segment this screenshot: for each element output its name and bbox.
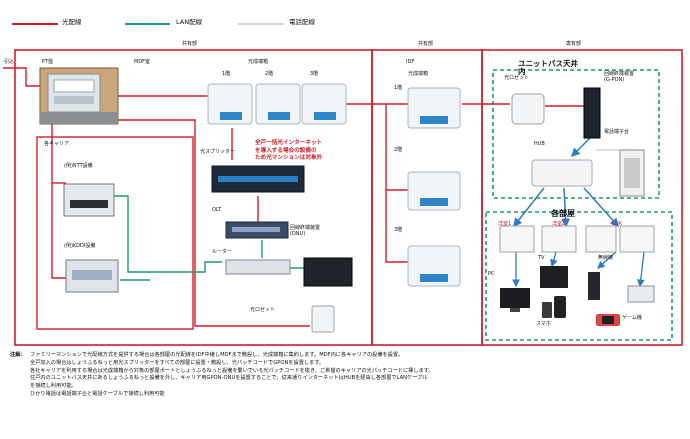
phone-device <box>627 285 655 303</box>
arrow-hub-room1 <box>513 187 545 228</box>
legend-lan-label: LAN配線 <box>176 18 203 26</box>
label-carriers: 各キャリア <box>44 141 70 147</box>
rooms-box <box>485 211 673 341</box>
label-mdf: MDF室 <box>134 59 151 65</box>
note-line: ひかり電話は電話端子台と電話ケーブルで接続し利用可能 <box>30 390 165 397</box>
label-floor2: 2階 <box>265 71 274 77</box>
room1-plate <box>499 225 535 253</box>
label-pt-board: PT盤 <box>42 59 54 65</box>
label-hub: HUB <box>534 141 545 147</box>
label-floor3: 3階 <box>310 71 319 77</box>
label-outlet-private: 光ロゼット <box>504 75 530 81</box>
label-room-c: LDK <box>612 221 622 227</box>
arrow-room2-tv <box>550 251 558 268</box>
arrow-room3-wireless <box>597 251 617 269</box>
notes-section: 注解： ファミリーマンションで光配線方式を提供する場合は各部屋の光配線をIDF中… <box>10 352 680 399</box>
private-section <box>481 49 683 346</box>
arrow-room3-phone <box>636 251 645 288</box>
note-line: ファミリーマンションで光配線方式を提供する場合は各部屋の光配線をIDF中継しMD… <box>30 352 404 358</box>
room3-plate <box>585 225 655 253</box>
room2-plate <box>541 225 577 253</box>
optical-terminal-2f <box>255 83 301 125</box>
ntt-equipment <box>63 183 115 217</box>
label-gpon: 回線終端装置 (G-PON) <box>604 71 635 83</box>
pc-device <box>500 288 530 312</box>
optical-line-pt-to-splitter <box>112 119 310 327</box>
arrow-gpon-hub <box>570 137 591 158</box>
idf-terminal-2f <box>407 171 461 211</box>
callout-note: 全戸一括光インターネット を導入する場合の設備の ため光マンションは対象外 <box>255 140 323 162</box>
label-inlet: 引込 <box>4 59 15 65</box>
optical-line-inlet <box>3 67 45 87</box>
pt-board <box>39 67 119 125</box>
arrow-hub-room3 <box>583 187 620 228</box>
idf-terminal-1f <box>407 87 461 129</box>
section-common-left: 共有部 <box>182 41 198 47</box>
label-smartphone: スマホ <box>536 321 551 327</box>
label-idf-f1: 1階 <box>394 85 403 91</box>
router <box>225 259 291 275</box>
optical-line-terminal-to-idf <box>330 103 408 263</box>
label-unit-bath: ユニットバス天井 内 <box>518 59 578 77</box>
section-private: 専有部 <box>566 41 582 47</box>
note-line: 住戸内のユニットバス天井にあるしょうふるねっと設備を外し、キャリア用GPON-O… <box>30 375 428 382</box>
label-optical-terminal-top: 光成端箱 <box>248 59 269 65</box>
smartphone-device <box>542 296 566 318</box>
label-pc: PC <box>488 271 495 277</box>
label-idf-f3: 3階 <box>394 227 403 233</box>
label-kddi: (例)KDDI設備 <box>64 243 96 249</box>
section-common-mid: 共有部 <box>418 41 434 47</box>
wireless-device <box>588 272 600 300</box>
label-phone-terminal: 電話端子台 <box>604 129 630 135</box>
label-idf-terminal: 光成端箱 <box>408 71 429 77</box>
label-idf-f2: 2階 <box>394 147 403 153</box>
dnu <box>303 257 353 287</box>
note-line: 全戸加入の場合はしょうふるねっと用光スプリッターをすべての部屋に設置・敷設し、光… <box>30 359 325 366</box>
kddi-equipment <box>65 259 119 293</box>
label-room-b: 洋室2 <box>552 221 566 227</box>
optical-terminal-3f <box>301 83 347 125</box>
carriers-box <box>36 136 194 330</box>
legend-phone-label: 電話配線 <box>289 18 315 26</box>
label-room-a: 洋室1 <box>498 221 512 227</box>
label-dnu: 回線終端装置 (DNU) <box>290 225 321 237</box>
outlet-common <box>311 305 335 333</box>
label-floor1: 1階 <box>222 71 231 77</box>
label-ntt: (例)NTT設備 <box>64 163 93 169</box>
label-splitter: 光スプリッター <box>200 149 236 155</box>
optical-splitter <box>211 165 305 193</box>
arrow-hub-room2 <box>561 187 571 228</box>
optical-terminal-1f <box>207 83 253 125</box>
label-outlet-common: 光ロゼット <box>250 307 276 313</box>
lan-line-ntt <box>112 195 222 273</box>
note-line: を接続し利用可能。 <box>30 383 77 390</box>
label-olt: OLT <box>212 207 222 213</box>
label-rooms: 各部屋 <box>551 209 575 218</box>
tv-device <box>540 266 568 288</box>
hub <box>531 159 593 187</box>
label-idf: IDF <box>406 59 415 65</box>
notes-label: 注解： <box>10 352 26 358</box>
olt <box>225 221 289 239</box>
label-router: ルーター <box>212 249 233 255</box>
note-line: 各社キャリアを利用する場合は光成端箱から対象の部屋ポートとしょうふるねっと設備を… <box>30 367 434 374</box>
label-tv: TV <box>538 255 545 261</box>
outlet-private <box>511 93 545 125</box>
label-game: ゲーム機 <box>622 315 642 321</box>
label-wireless: 無線機 <box>598 255 614 261</box>
idf-terminal-3f <box>407 245 461 287</box>
gpon <box>583 87 601 139</box>
optical-line-kddi <box>51 205 66 279</box>
legend-optical-label: 光配線 <box>62 18 82 26</box>
phone-terminal-board <box>619 149 645 197</box>
game-device <box>596 314 620 326</box>
